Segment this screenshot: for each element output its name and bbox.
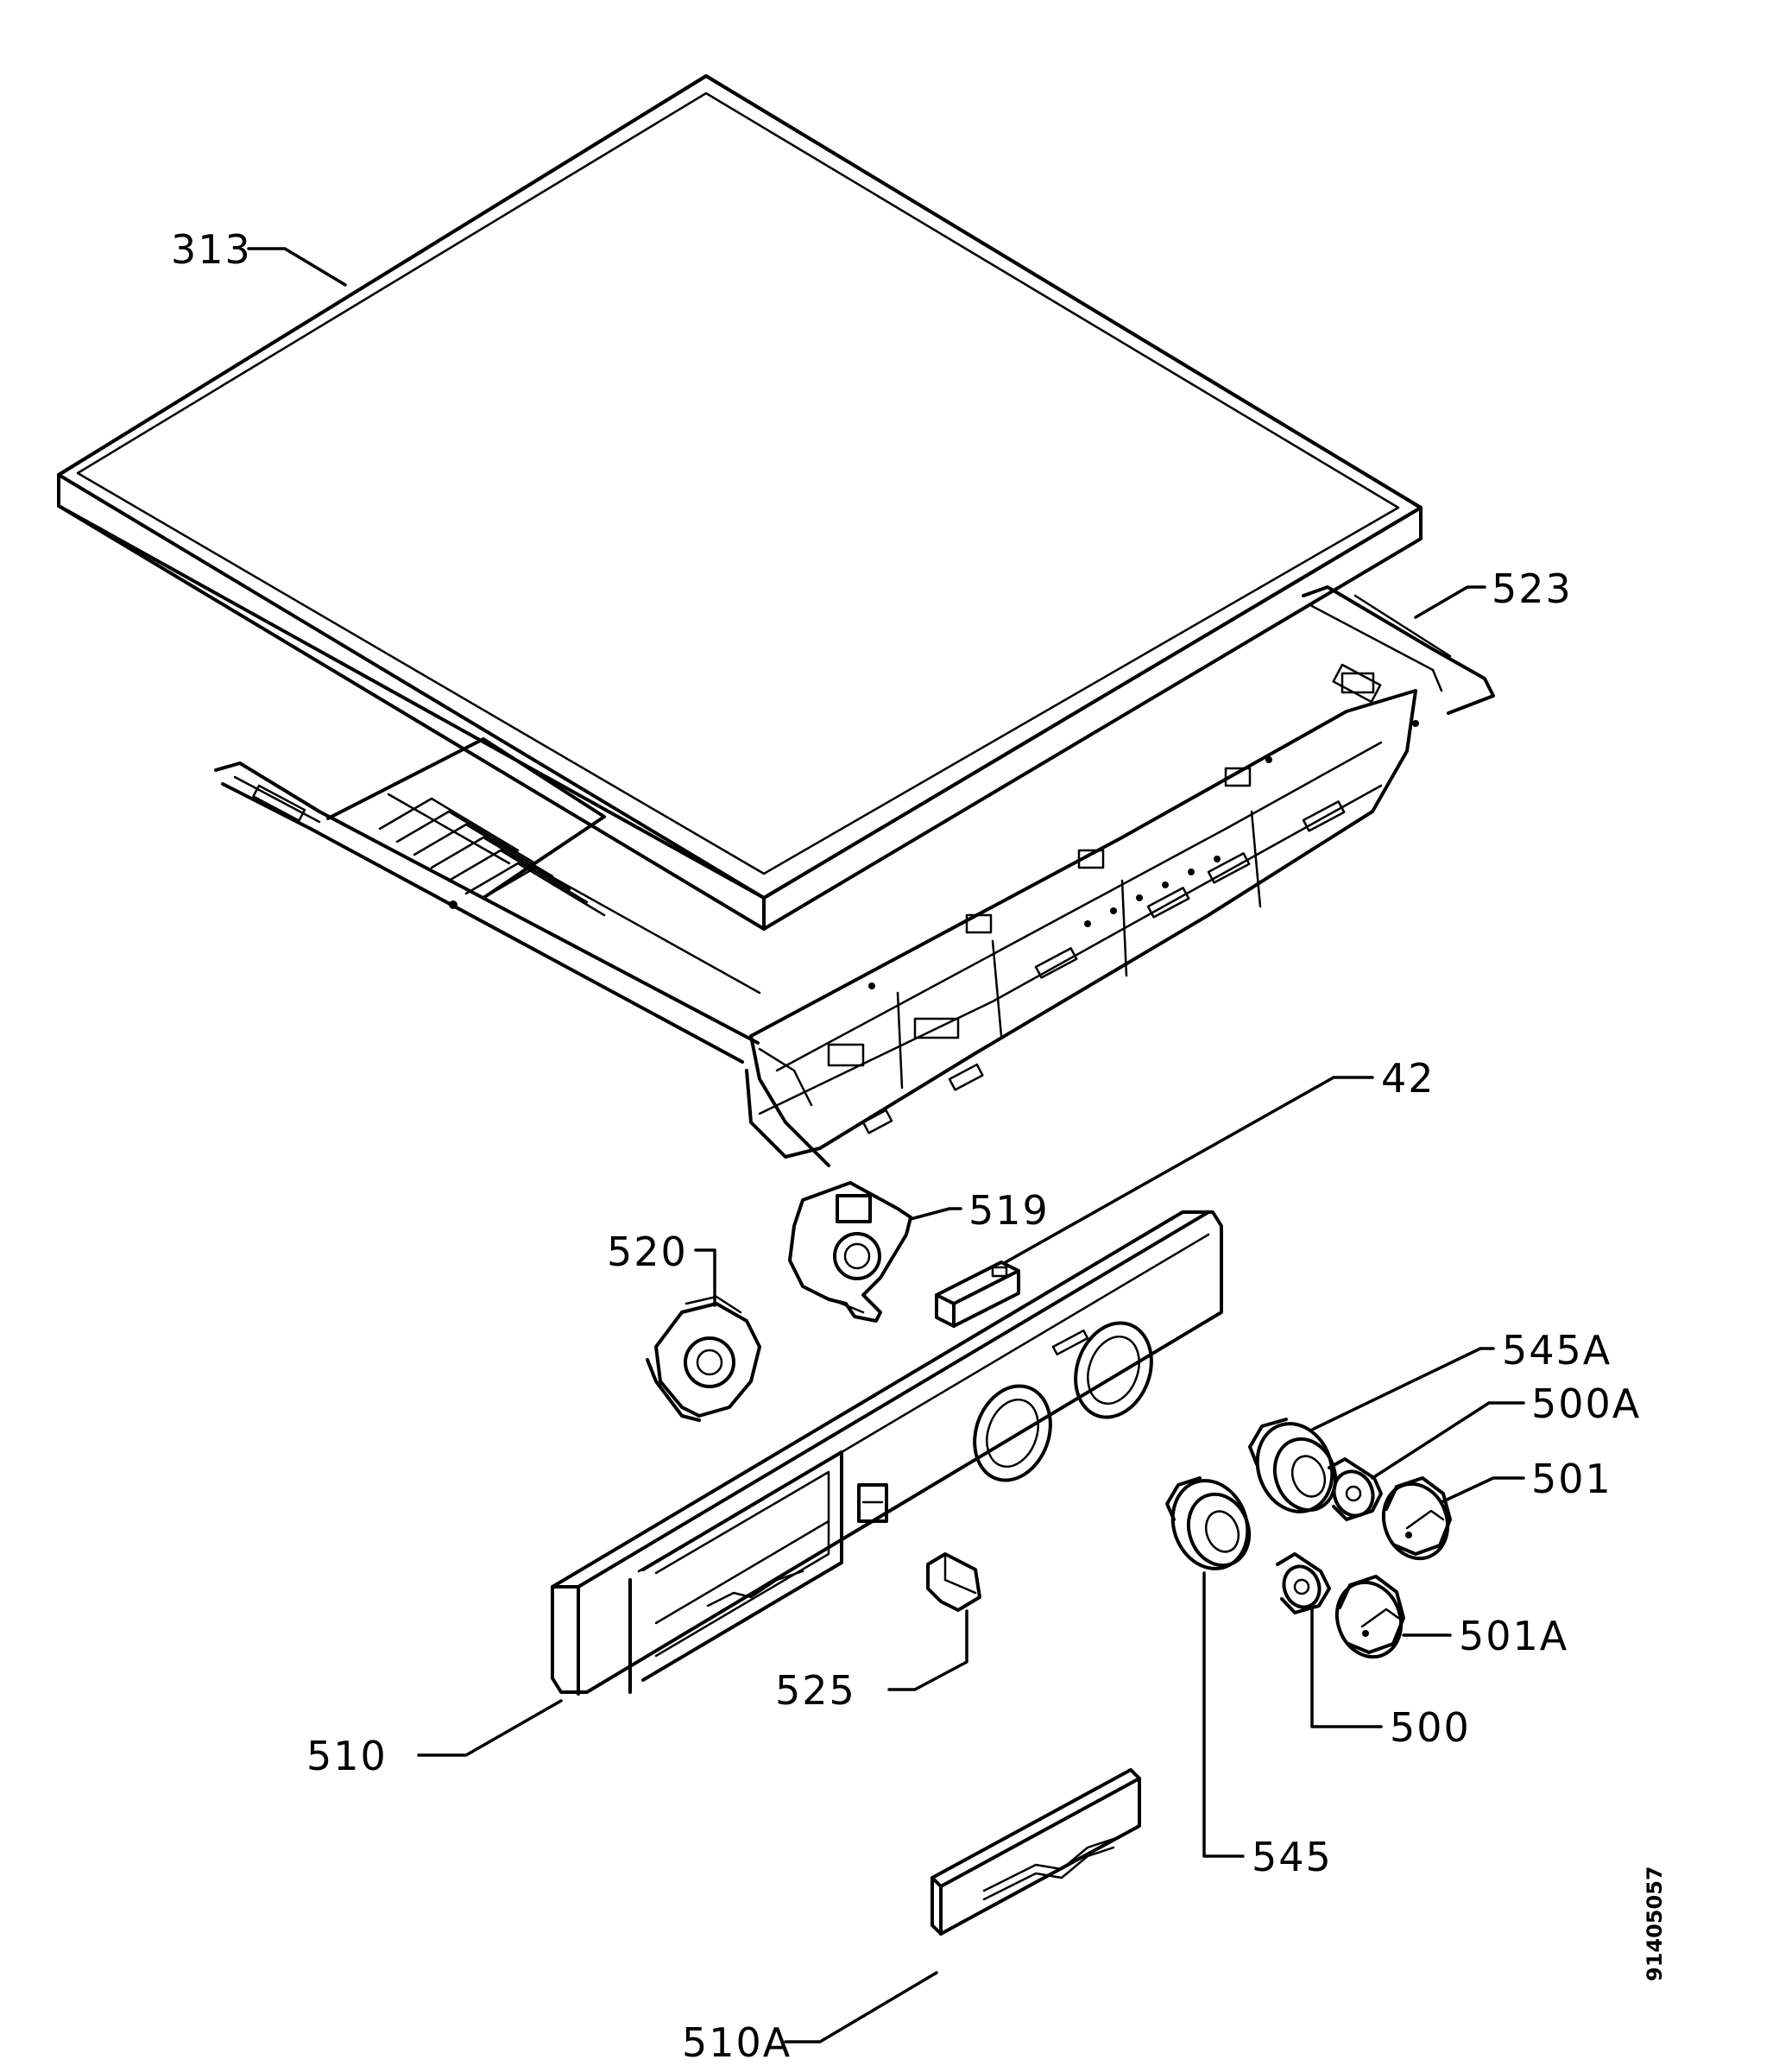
part-42 [935,1260,1020,1328]
part-520 [646,1295,761,1422]
leader-545 [1202,1571,1245,1858]
label-545A: 545A [1502,1327,1612,1374]
part-519 [788,1181,912,1323]
vent-slots [378,797,606,917]
part-labels: 313 523 42 519 520 545A 500A 501 501A 50… [171,226,1641,2066]
label-545: 545 [1252,1834,1333,1880]
label-510: 510 [306,1733,388,1779]
label-313: 313 [171,226,252,273]
leader-510A [784,1971,938,2044]
part-313-top-lid [57,74,1423,931]
leader-525 [887,1609,968,1691]
part-501 [1381,1476,1452,1561]
leader-313 [247,247,347,287]
label-519: 519 [968,1187,1050,1234]
label-510A: 510A [682,2019,792,2066]
part-523-chassis-frame [214,585,1495,1167]
part-545 [1165,1476,1252,1570]
label-523: 523 [1492,565,1573,612]
part-510A-drawer-front [931,1768,1141,1936]
leader-510 [417,1699,563,1757]
leader-501 [1440,1476,1525,1504]
label-500: 500 [1390,1704,1471,1751]
label-42: 42 [1381,1055,1435,1102]
leader-500 [1310,1604,1383,1728]
leader-519 [909,1207,962,1221]
chassis-holes [449,720,1419,989]
leader-500A [1371,1401,1525,1480]
label-501A: 501A [1459,1613,1568,1659]
label-500A: 500A [1531,1380,1641,1427]
label-501: 501 [1531,1456,1612,1502]
part-500A [1328,1457,1383,1521]
document-number: 91405057 [1643,1866,1667,1981]
leader-520 [694,1248,716,1307]
label-525: 525 [775,1667,856,1714]
leader-545A [1310,1347,1495,1431]
label-520: 520 [607,1229,688,1275]
part-525 [926,1552,981,1612]
part-501A [1334,1575,1405,1659]
leader-523 [1414,585,1486,619]
leader-42 [1004,1076,1374,1264]
chassis-slots [827,672,1375,1134]
leader-lines [247,247,1525,2044]
part-510-control-panel [551,1210,1223,1696]
part-500 [1276,1552,1331,1614]
